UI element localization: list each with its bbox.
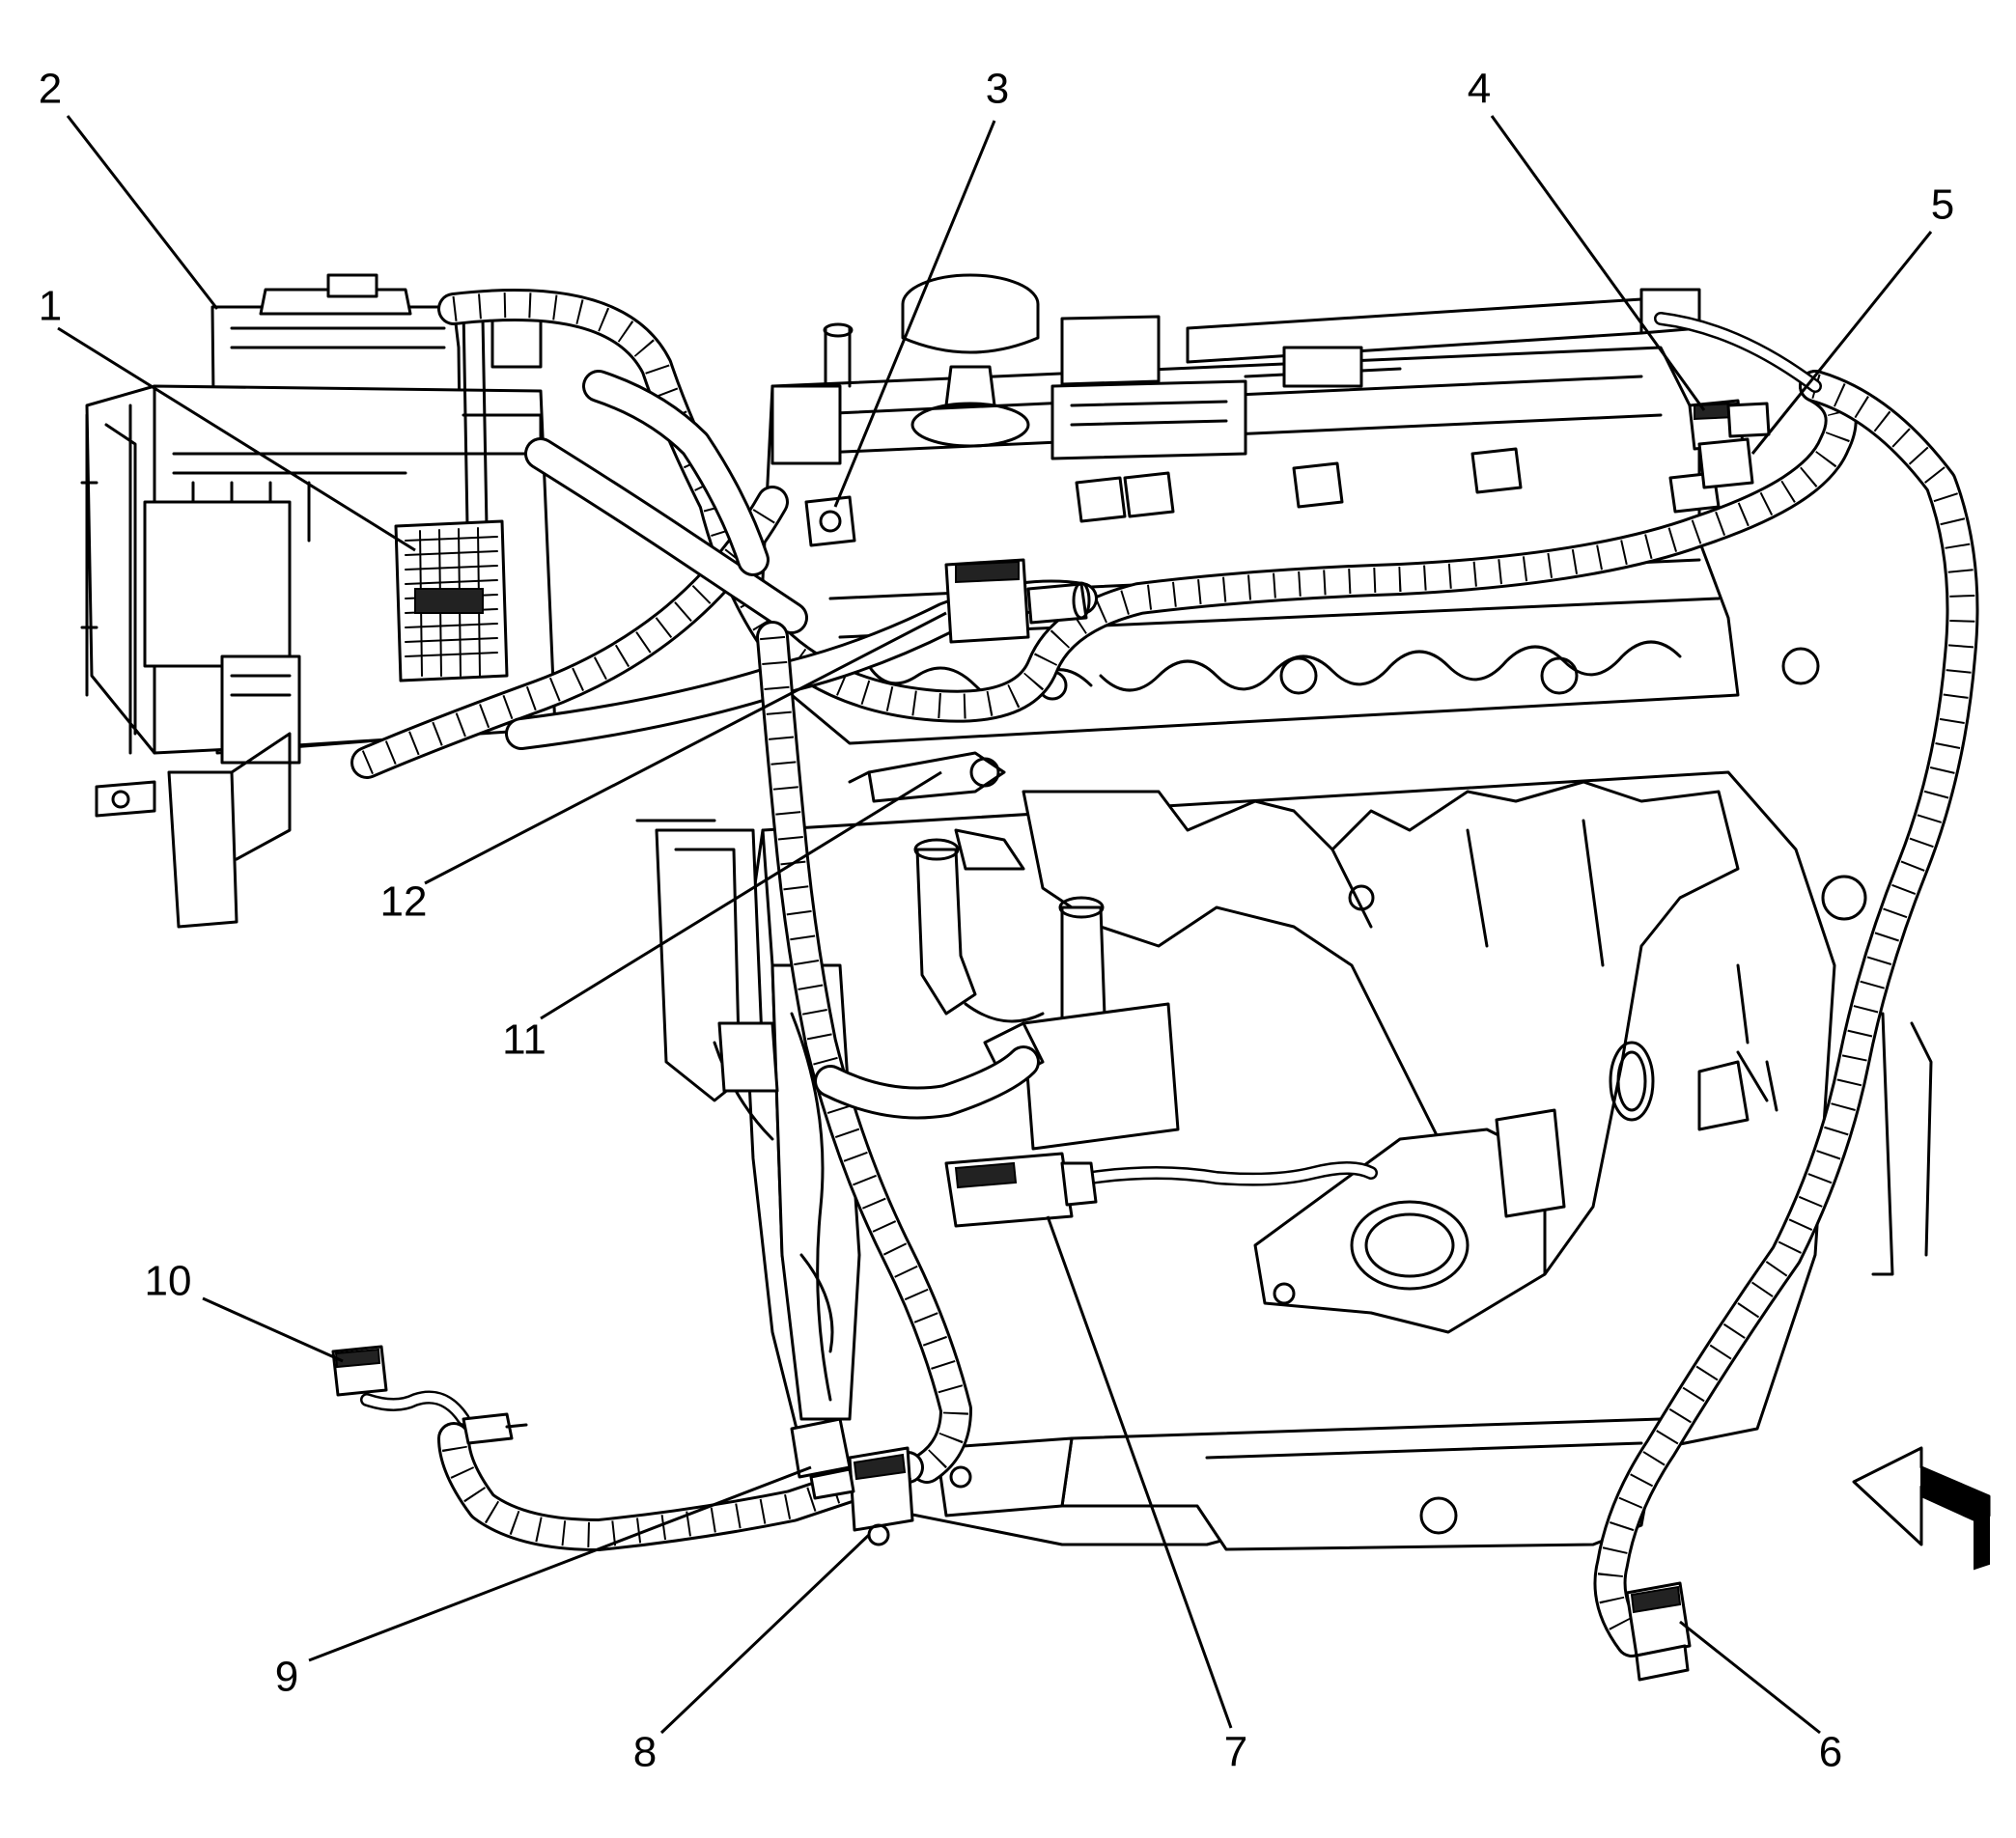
callout-numbers: 1 2 3 4 5 6 7 8 9 10 11 12 — [39, 66, 1954, 1776]
callout-6: 6 — [1819, 1729, 1842, 1776]
ground-ring-terminal-11 — [848, 751, 1006, 803]
callout-10: 10 — [145, 1258, 192, 1305]
callout-12: 12 — [380, 878, 428, 926]
leader-5 — [1750, 231, 1933, 455]
callout-2: 2 — [39, 66, 62, 113]
leader-4 — [1490, 115, 1706, 411]
leader-2 — [66, 115, 219, 310]
leader-10 — [202, 1296, 344, 1363]
leader-1 — [57, 326, 416, 552]
callout-1: 1 — [39, 283, 62, 330]
callout-7: 7 — [1224, 1729, 1247, 1776]
connector-5 — [1697, 402, 1771, 489]
connector-6 — [1625, 1581, 1692, 1682]
sensor-3 — [804, 495, 856, 547]
leader-9 — [308, 1465, 812, 1662]
valve-cover — [761, 273, 1820, 745]
connector-9 — [790, 1417, 855, 1500]
connector-7 — [944, 1152, 1098, 1228]
leader-6 — [1679, 1620, 1821, 1735]
sensor-wires — [360, 312, 1822, 1426]
leader-12 — [424, 611, 947, 885]
leader-11 — [540, 770, 942, 1020]
callout-leaders — [57, 115, 1933, 1735]
view-direction-arrow-icon — [1852, 1446, 1991, 1571]
leader-7 — [1046, 1215, 1233, 1729]
connector-12 — [944, 558, 1091, 644]
sensor-10 — [331, 1345, 528, 1445]
callout-5: 5 — [1931, 181, 1954, 229]
callout-8: 8 — [633, 1729, 657, 1776]
connector-8 — [848, 1446, 914, 1546]
fuse-relay-block — [394, 519, 509, 682]
leader-8 — [659, 1533, 871, 1735]
callout-4: 4 — [1468, 66, 1491, 113]
leader-3 — [833, 120, 996, 508]
callout-3: 3 — [986, 66, 1009, 113]
callout-9: 9 — [275, 1654, 298, 1701]
ignition-coil-connectors — [1075, 447, 1721, 523]
coolant-hoses — [913, 828, 1180, 1151]
callout-11: 11 — [502, 1016, 546, 1064]
main-wiring-harness — [350, 289, 1979, 1657]
